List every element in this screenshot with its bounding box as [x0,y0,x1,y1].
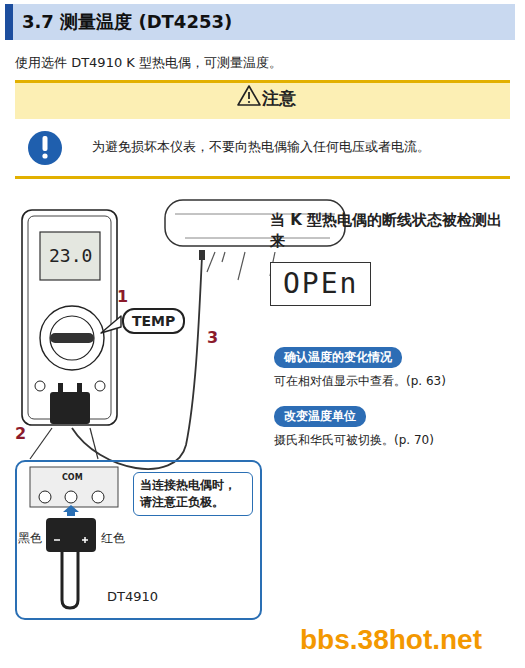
watermark: bbs.38hot.net [300,624,482,656]
header-bar [5,4,13,40]
caution-text: 为避免损坏本仪表，不要向热电偶输入任何电压或者电流。 [92,138,502,156]
terminal [65,491,77,503]
meter-dial [40,306,104,370]
insert-arrow [63,505,79,516]
topic-pill: 改变温度单位 [274,406,366,427]
plug-on-meter [50,392,90,424]
polarity-note-text: 当连接热电偶时，请注意正负极。 [140,477,246,511]
open-display-box: 当 K 型热电偶的断线状态被检测出来 OPEn [270,210,510,306]
plug-pin [58,383,63,393]
jack [35,381,45,391]
terminal [92,491,104,503]
reference-text: 可在相对值显示中查看。(p. 63) [274,373,446,390]
caution-band [15,83,510,119]
caution-icon [28,131,62,165]
caution-icon-dot [42,153,47,158]
jack [95,381,105,391]
airflow [222,252,225,262]
thermocouple-tip [199,250,205,260]
topic-pill: 确认温度的变化情况 [274,347,402,368]
caution-icon-mark [43,136,48,151]
airflow [207,252,215,272]
meter-frame [28,216,111,419]
wire-color-label: 红色 [101,530,125,546]
caution-box: 注意为避免损坏本仪表，不要向热电偶输入任何电压或者电流。 [15,80,510,180]
callout-number: 2 [15,424,26,443]
pill-text: 改变温度单位 [284,408,356,425]
leader-line [30,428,52,459]
temp-bubble: TEMP [122,308,185,334]
meter-body [22,210,117,425]
intro-text: 使用选件 DT4910 K 型热电偶，可测量温度。 [15,54,282,72]
pill-text: 确认温度的变化情况 [284,349,392,366]
terminal-label: COM [62,473,83,482]
open-heading: 当 K 型热电偶的断线状态被检测出来 [270,210,510,252]
aircon-line [185,238,330,239]
callout-number: 1 [117,287,128,306]
thermocouple-plug [46,518,96,552]
caution-line [15,176,510,179]
meter-dial-inner [50,316,94,360]
wire-color-label: 黑色 [18,530,42,546]
plus-mark [84,537,86,543]
open-display: OPEn [270,262,371,306]
section-title: 3.7 测量温度 (DT4253) [22,10,232,34]
airflow [238,252,245,280]
terminal [39,491,51,503]
plug-pin [77,383,82,393]
caution-line [15,80,510,83]
warning-dot [248,101,250,103]
minus-mark [54,539,60,541]
header-band [5,4,515,40]
warning-triangle [238,86,260,105]
meter-knob [50,333,94,343]
leader-line [90,428,98,459]
part-name: DT4910 [107,588,158,606]
polarity-note: 当连接热电偶时，请注意正负极。 [133,472,253,516]
plug-cable [62,552,78,608]
caution-heading: 注意 [262,86,296,110]
warning-mark [248,92,250,99]
temp-pointer [101,316,121,333]
terminal-panel [30,467,118,507]
detail-inset: 黑色 红色 DT4910 当连接热电偶时，请注意正负极。 [15,460,262,620]
temp-label: TEMP [132,311,175,331]
meter-display [40,232,100,280]
callout-number: 3 [207,328,218,347]
lcd-reading: 23.0 [49,245,92,266]
reference-text: 摄氏和华氏可被切换。(p. 70) [274,432,434,449]
